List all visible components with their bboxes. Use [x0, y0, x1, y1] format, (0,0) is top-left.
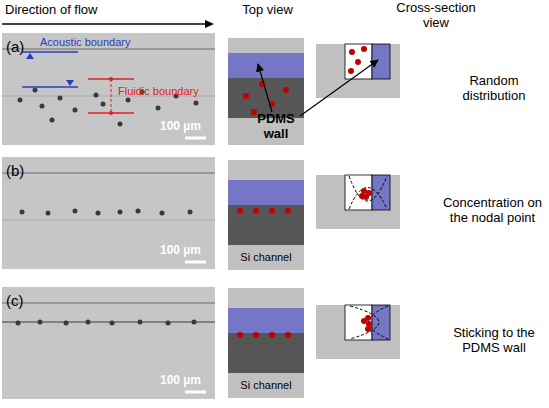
pdms-region — [228, 180, 304, 205]
micrograph-panel: (b) 100 µm — [2, 157, 215, 269]
scale-bar — [185, 391, 206, 394]
state-label: Sticking to the PDMS wall — [440, 326, 548, 356]
particles — [20, 209, 193, 216]
micrograph — [2, 287, 215, 399]
red-particles — [237, 332, 291, 338]
acoustic-marker — [22, 86, 78, 88]
top-view — [228, 38, 304, 145]
scale-label: 100 µm — [160, 120, 215, 134]
scale-bar — [185, 261, 206, 264]
cross-section — [316, 305, 400, 359]
channel-wall — [2, 220, 215, 221]
scale-label: 100 µm — [160, 374, 215, 388]
channel — [345, 175, 372, 210]
flow-label: Direction of flow — [5, 3, 205, 18]
si-channel-region — [228, 333, 304, 373]
boundary-label: Acoustic boundary — [40, 36, 150, 49]
channel — [345, 305, 372, 340]
boundary-label: Fluidic boundary — [118, 85, 213, 98]
red-particles — [359, 188, 372, 200]
red-particles — [243, 81, 289, 115]
scale-bar — [185, 137, 206, 140]
pdms-region — [228, 53, 304, 78]
panel-letter: (c) — [6, 292, 36, 309]
red-particles — [237, 208, 291, 214]
top-view — [228, 288, 304, 398]
flow-arrow — [2, 23, 206, 25]
arrow-head — [205, 20, 214, 28]
column-heading: Top view — [225, 3, 310, 18]
part-label: PDMS wall — [252, 112, 300, 142]
red-particles — [361, 315, 372, 332]
pressure-node — [350, 306, 379, 339]
channel-label: Si channel — [228, 379, 304, 392]
channel-wall — [2, 321, 215, 323]
pdms-region — [228, 308, 304, 333]
top-view-box: Si channel — [228, 160, 304, 270]
scale-label: 100 µm — [160, 244, 215, 258]
micrograph — [2, 157, 215, 269]
panel-letter: (a) — [6, 38, 36, 55]
channel-label: Si channel — [228, 251, 304, 264]
channel-wall — [2, 172, 215, 174]
panel-letter: (b) — [6, 162, 36, 179]
channel-wall — [2, 48, 215, 50]
pdms-wall — [372, 305, 390, 340]
channel-wall — [2, 302, 215, 304]
micrograph — [2, 33, 215, 145]
leader-arrow — [300, 60, 378, 116]
fluidic-span — [111, 79, 112, 113]
column-heading: Cross-section view — [392, 1, 480, 31]
top-view-box: Si channel — [228, 288, 304, 398]
si-channel-region — [228, 205, 304, 245]
leader-arrow — [258, 64, 272, 112]
acoustic-marker — [22, 51, 78, 53]
cross-section — [316, 44, 400, 98]
fluidic-end — [109, 111, 113, 115]
cross-section — [316, 175, 400, 229]
fluidic-end — [109, 77, 113, 81]
micrograph-panel: (c) 100 µm — [2, 287, 215, 399]
acoustic-tick — [66, 80, 74, 86]
top-view — [228, 160, 304, 270]
particles — [16, 320, 197, 326]
state-label: Concentration on the nodal point — [436, 196, 549, 226]
micrograph-panel: (a) Acoustic boundaryFluidic boundary 100 … — [2, 33, 215, 145]
pressure-node — [369, 306, 388, 339]
pdms-wall — [372, 44, 390, 79]
pressure-node — [349, 188, 387, 210]
state-label: Random distribution — [440, 74, 548, 104]
acoustic-tick — [26, 53, 34, 59]
pdms-wall — [372, 175, 390, 210]
